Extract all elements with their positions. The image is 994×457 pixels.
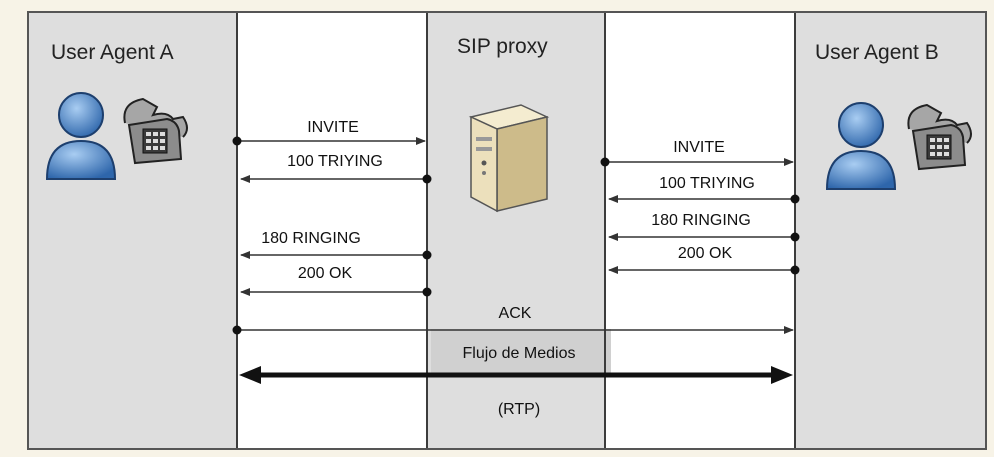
media-protocol-label: (RTP): [497, 401, 541, 418]
server-icon: [468, 104, 550, 213]
lifeline-proxy-left: [426, 13, 428, 448]
header-sip-proxy: SIP proxy: [457, 35, 548, 58]
message-arrows: [232, 136, 800, 384]
arrow-right-1-origin-dot: [790, 194, 800, 204]
media-flow-label: Flujo de Medios: [462, 345, 576, 362]
msg-label-right-200-ok: 200 OK: [677, 245, 733, 262]
media-arrowhead-left: [239, 366, 261, 384]
arrow-ack-origin-dot: [232, 325, 242, 335]
header-user-agent-a: User Agent A: [51, 41, 174, 64]
arrow-right-2-origin-dot: [790, 232, 800, 242]
media-flow-band: [431, 329, 611, 373]
msg-label-ack: ACK: [498, 305, 532, 322]
lifeline-proxy-right: [604, 13, 606, 448]
sequence-diagram: User Agent A SIP proxy User Agent B: [27, 11, 987, 450]
arrow-left-3-origin-dot: [422, 287, 432, 297]
arrow-right-0-origin-dot: [600, 157, 610, 167]
telephone-icon: [123, 97, 188, 165]
lifeline-a: [236, 13, 238, 448]
msg-label-left-180-ringing: 180 RINGING: [261, 230, 361, 247]
lifeline-b: [794, 13, 796, 448]
msg-label-right-180-ringing: 180 RINGING: [651, 212, 751, 229]
telephone-icon: [907, 103, 972, 171]
msg-label-left-invite: INVITE: [307, 119, 359, 136]
arrow-left-1-origin-dot: [422, 174, 432, 184]
lane-user-agent-b: [794, 13, 985, 448]
msg-label-right-invite: INVITE: [673, 139, 725, 156]
lane-user-agent-a: [29, 13, 236, 448]
header-user-agent-b: User Agent B: [815, 41, 939, 64]
msg-label-left-200-ok: 200 OK: [297, 265, 353, 282]
arrow-right-3-origin-dot: [790, 265, 800, 275]
arrow-left-2-origin-dot: [422, 250, 432, 260]
media-arrowhead-right: [771, 366, 793, 384]
user-icon: [45, 92, 117, 180]
msg-label-right-100-trying: 100 TRIYING: [659, 175, 755, 192]
msg-label-left-100-trying: 100 TRIYING: [287, 153, 383, 170]
arrow-left-0-origin-dot: [232, 136, 242, 146]
user-icon: [825, 102, 897, 190]
